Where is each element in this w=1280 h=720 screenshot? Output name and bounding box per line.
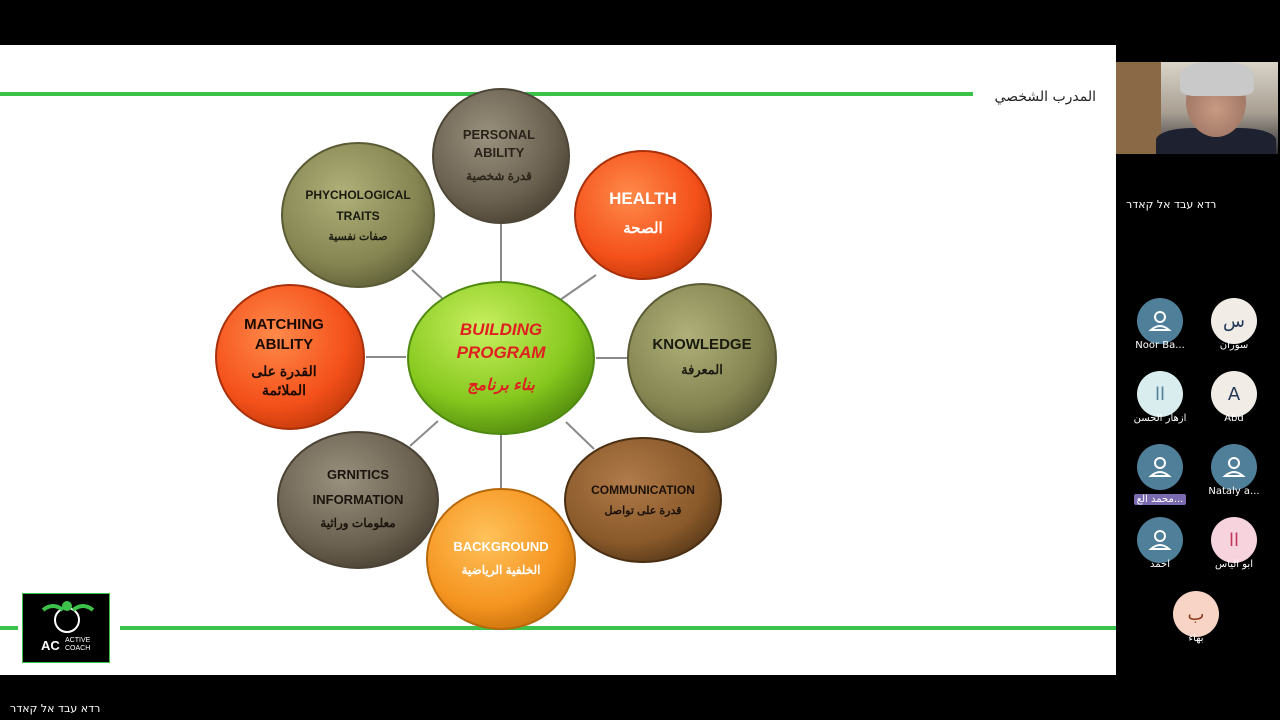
petal-label: MATCHING bbox=[244, 316, 324, 333]
logo-sub-line: ACTIVE bbox=[65, 637, 91, 644]
slide-title: المدرب الشخصي bbox=[994, 89, 1096, 105]
petal-label: PHYCHOLOGICAL bbox=[305, 188, 410, 202]
footer-presenter-name: רדא עבד אל קאדר bbox=[10, 702, 101, 715]
petal-label: BACKGROUND bbox=[453, 539, 548, 554]
petal-arabic: صفات نفسية bbox=[328, 231, 387, 243]
participant-avatar: A bbox=[1211, 371, 1257, 417]
petal-arabic: معلومات وراثية bbox=[320, 516, 395, 531]
petal-label: INFORMATION bbox=[313, 492, 404, 507]
center-label: BUILDING bbox=[460, 320, 542, 339]
participant-name: محمد الع... bbox=[1133, 494, 1187, 505]
petal-arabic: قدرة شخصية bbox=[466, 169, 532, 184]
petal-psychological-traits: PHYCHOLOGICAL TRAITS صفات نفسية bbox=[281, 142, 435, 288]
user-avatar-icon bbox=[1137, 517, 1183, 563]
building-program-diagram: PERSONAL ABILITY قدرة شخصية HEALTH الصحة… bbox=[215, 88, 777, 630]
participant-name: ابو الياس bbox=[1214, 559, 1253, 570]
active-coach-logo: AC ACTIVE COACH bbox=[22, 593, 110, 663]
participant-name: أحمد bbox=[1150, 559, 1170, 570]
participant-tile[interactable]: أحمد bbox=[1125, 517, 1195, 570]
petal-arabic: القدرة على bbox=[251, 363, 316, 380]
participant-avatar: اا bbox=[1211, 517, 1257, 563]
petal-label: ABILITY bbox=[474, 145, 525, 160]
bottom-green-line-left bbox=[0, 626, 18, 630]
participant-name: ازهار الحسن bbox=[1133, 413, 1187, 424]
participant-tile[interactable]: Noor Ba... bbox=[1125, 298, 1195, 351]
participant-avatar: اا bbox=[1137, 371, 1183, 417]
user-avatar-icon bbox=[1137, 444, 1183, 490]
participant-tile[interactable]: Nataly a... bbox=[1199, 444, 1269, 497]
logo-figure-icon bbox=[41, 601, 95, 633]
center-arabic: بناء برنامج bbox=[467, 377, 535, 395]
participant-avatar: ب bbox=[1173, 591, 1219, 637]
video-person-hair bbox=[1180, 62, 1254, 96]
petal-arabic: المعرفة bbox=[681, 362, 723, 378]
petal-label: KNOWLEDGE bbox=[652, 336, 751, 353]
user-avatar-icon bbox=[1137, 298, 1183, 344]
participant-name: Abd bbox=[1224, 413, 1244, 424]
petal-knowledge: KNOWLEDGE المعرفة bbox=[627, 283, 777, 433]
petal-label: COMMUNICATION bbox=[591, 483, 695, 497]
center-label: PROGRAM bbox=[457, 343, 547, 362]
logo-initials: AC bbox=[41, 638, 60, 653]
petal-background: BACKGROUND الخلفية الرياضية bbox=[426, 488, 576, 630]
presenter-name: רדא עבד אל קאדר bbox=[1126, 198, 1217, 211]
petal-arabic: الملائمة bbox=[262, 382, 306, 398]
center-building-program: BUILDING PROGRAM بناء برنامج bbox=[407, 281, 595, 435]
logo-sub-line: COACH bbox=[65, 645, 91, 652]
connector-lines bbox=[366, 202, 628, 490]
petal-label: GRNITICS bbox=[327, 467, 389, 482]
petal-communication: COMMUNICATION قدرة على تواصل bbox=[564, 437, 722, 563]
participant-avatar: س bbox=[1211, 298, 1257, 344]
petal-label: ABILITY bbox=[255, 336, 313, 353]
participant-name: سوران bbox=[1219, 340, 1249, 351]
bottom-green-line bbox=[120, 626, 1116, 630]
petal-label: PERSONAL bbox=[463, 127, 535, 142]
participant-tile[interactable]: محمد الع... bbox=[1125, 444, 1195, 509]
petal-arabic: قدرة على تواصل bbox=[604, 505, 681, 517]
participant-name: Nataly a... bbox=[1208, 486, 1260, 497]
petal-personal-ability: PERSONAL ABILITY قدرة شخصية bbox=[432, 88, 570, 224]
petal-label: TRAITS bbox=[336, 209, 379, 223]
presenter-video[interactable] bbox=[1116, 62, 1278, 154]
video-background bbox=[1116, 62, 1161, 154]
participant-name: بهاء bbox=[1188, 633, 1204, 644]
user-avatar-icon bbox=[1211, 444, 1257, 490]
petal-matching-ability: MATCHING ABILITY القدرة على الملائمة bbox=[215, 284, 365, 430]
petal-arabic: الخلفية الرياضية bbox=[461, 563, 540, 578]
petal-label: HEALTH bbox=[609, 189, 677, 208]
participant-name: Noor Ba... bbox=[1135, 340, 1185, 351]
logo-subtitle: ACTIVE COACH bbox=[65, 637, 90, 653]
petal-genetics-information: GRNITICS INFORMATION معلومات وراثية bbox=[277, 431, 439, 569]
petal-arabic: الصحة bbox=[623, 220, 662, 237]
petal-health: HEALTH الصحة bbox=[574, 150, 712, 280]
presentation-slide: المدرب الشخصي bbox=[0, 45, 1116, 675]
